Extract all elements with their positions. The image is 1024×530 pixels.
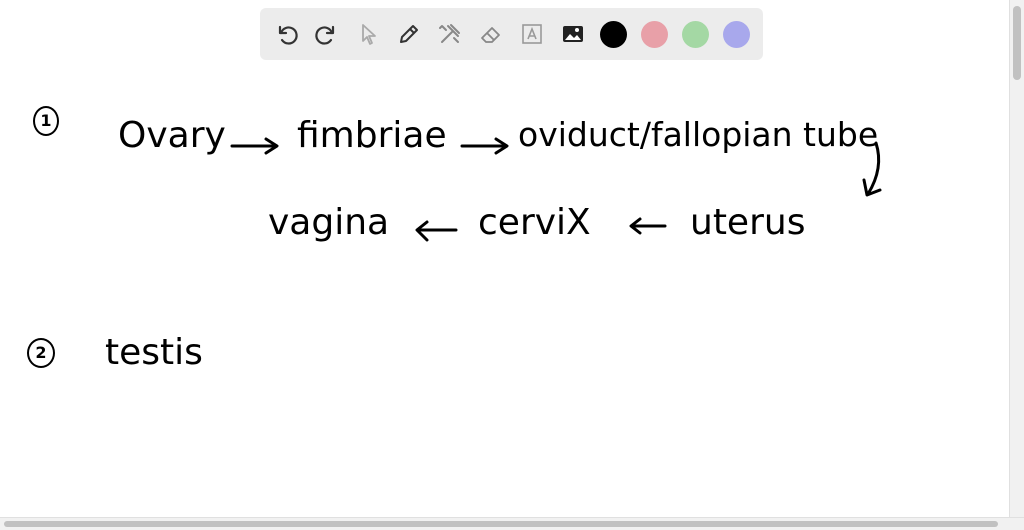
pen-icon: [400, 25, 419, 43]
color-swatch-pink: [641, 20, 669, 48]
arrow-left-2: [415, 220, 458, 242]
pointer-button[interactable]: [348, 14, 389, 54]
tools-button[interactable]: [430, 14, 471, 54]
pointer-icon: [362, 24, 377, 45]
color-green-button[interactable]: [675, 14, 716, 54]
image-button[interactable]: [552, 14, 593, 54]
vertical-scroll-thumb[interactable]: [1013, 6, 1021, 80]
text-button[interactable]: [512, 14, 553, 54]
word-fimbriae: fimbriae: [297, 115, 447, 156]
word-oviduct-fallopian-tube: oviduct/fallopian tube: [518, 115, 879, 154]
image-icon: [562, 26, 583, 42]
horizontal-scroll-thumb[interactable]: [4, 521, 998, 527]
item-number-2: 2: [27, 338, 55, 368]
color-swatch-green: [682, 20, 710, 48]
word-ovary: Ovary: [118, 115, 226, 156]
arrow-right-1: [230, 137, 279, 155]
horizontal-scrollbar[interactable]: [0, 517, 1024, 530]
color-swatch-black: [600, 20, 628, 48]
color-purple-button[interactable]: [716, 14, 757, 54]
word-uterus: uterus: [690, 202, 806, 243]
vertical-scrollbar[interactable]: [1009, 0, 1024, 518]
eraser-button[interactable]: [471, 14, 512, 54]
word-cervix: cerviX: [478, 202, 591, 243]
color-pink-button[interactable]: [634, 14, 675, 54]
arrow-right-2: [460, 137, 509, 155]
ink-arrows: [230, 137, 882, 242]
word-testis: testis: [105, 332, 203, 373]
tools-icon: [439, 24, 461, 43]
color-swatch-purple: [723, 20, 751, 48]
redo-icon: [315, 25, 335, 45]
text-icon: [522, 24, 542, 44]
redo-button[interactable]: [307, 14, 348, 54]
color-black-button[interactable]: [593, 14, 634, 54]
word-vagina: vagina: [268, 202, 390, 243]
eraser-icon: [481, 27, 500, 43]
item-number-1: 1: [33, 106, 59, 136]
arrow-left-1: [629, 217, 667, 235]
whiteboard-canvas[interactable]: 1 Ovary fimbriae oviduct/fallopian tube …: [0, 0, 1010, 518]
drawing-toolbar: [260, 8, 763, 60]
undo-button[interactable]: [266, 14, 307, 54]
undo-icon: [279, 25, 299, 45]
pen-button[interactable]: [389, 14, 430, 54]
